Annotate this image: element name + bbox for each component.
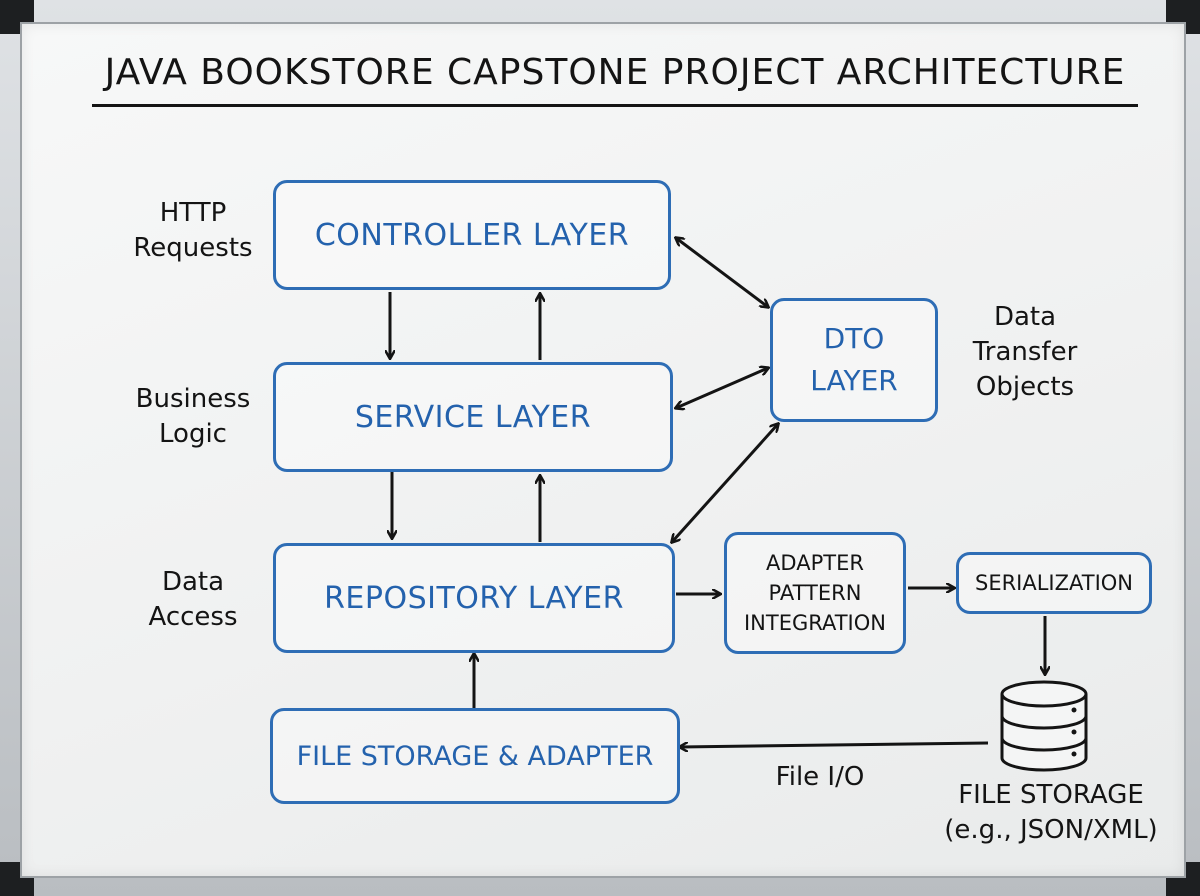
arrow-storage-to-filestorage [680,741,989,747]
serialization-label: SERIALIZATION [974,571,1134,595]
adapter-label-line1: ADAPTER [766,551,864,575]
note-dto-line3: Objects [975,372,1075,402]
title-underline [92,104,1138,107]
dto-layer-label-line2: LAYER [810,364,898,397]
note-business-line1: Business [135,384,251,414]
adapter-label-line3: INTEGRATION [743,611,886,635]
diagram-title: JAVA BOOKSTORE CAPSTONE PROJECT ARCHITEC… [104,52,1126,93]
adapter-pattern-box: ADAPTER PATTERN INTEGRATION [724,532,906,654]
repository-layer-box: REPOSITORY LAYER [273,543,675,653]
arrow-repository-dto [672,424,778,542]
arrow-service-dto [676,368,768,408]
note-http-line1: HTTP [159,198,227,228]
note-file-io: File I/O [775,762,865,792]
note-business-logic: Business Logic [118,382,268,452]
note-http-line2: Requests [133,233,253,263]
note-dto-line2: Transfer [972,337,1078,367]
service-layer-label: SERVICE LAYER [354,399,592,435]
note-data-access-line1: Data [161,567,225,597]
database-icon [1000,680,1088,772]
note-storage-line2: (e.g., JSON/XML) [944,815,1158,845]
file-storage-adapter-label: FILE STORAGE & ADAPTER [296,740,654,772]
dto-layer-label-line1: DTO [823,322,885,355]
note-file-storage: FILE STORAGE (e.g., JSON/XML) [936,778,1166,848]
board-surface [20,22,1186,878]
controller-layer-label: CONTROLLER LAYER [314,217,630,253]
repository-layer-label: REPOSITORY LAYER [324,580,624,616]
note-dto-description: Data Transfer Objects [950,300,1100,405]
dto-layer-box: DTO LAYER [770,298,938,422]
note-http-requests: HTTP Requests [118,196,268,266]
adapter-label-line2: PATTERN [768,581,862,605]
controller-layer-box: CONTROLLER LAYER [273,180,671,290]
arrow-controller-dto [676,238,768,307]
note-storage-line1: FILE STORAGE [958,780,1144,810]
note-data-access: Data Access [118,565,268,635]
note-business-line2: Logic [159,419,227,449]
note-dto-line1: Data [993,302,1057,332]
file-storage-adapter-box: FILE STORAGE & ADAPTER [270,708,680,804]
serialization-box: SERIALIZATION [956,552,1152,614]
service-layer-box: SERVICE LAYER [273,362,673,472]
note-data-access-line2: Access [148,602,238,632]
